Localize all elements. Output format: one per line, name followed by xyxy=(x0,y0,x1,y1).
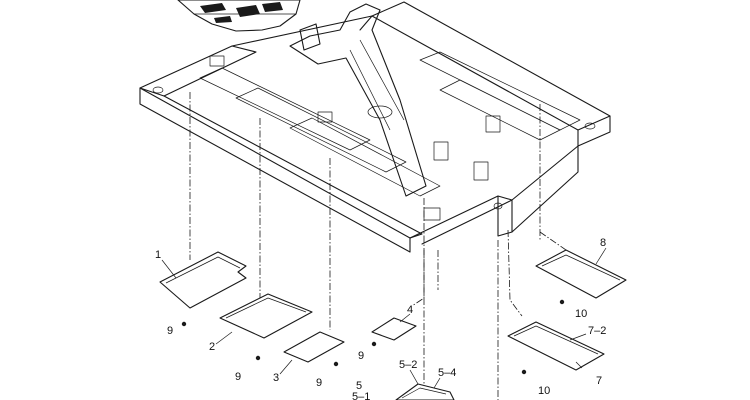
callout-leaders xyxy=(161,247,607,389)
bolt-9a xyxy=(181,321,187,327)
callout-5-1: 5–1 xyxy=(352,391,370,400)
callout-9c: 9 xyxy=(316,377,322,389)
bolt-9d xyxy=(371,341,377,347)
cover-plate-2 xyxy=(219,293,313,339)
cover-plate-5 xyxy=(395,383,455,400)
upper-component-cutaway xyxy=(177,0,301,32)
callout-1: 1 xyxy=(155,249,161,261)
main-frame xyxy=(139,1,611,253)
callout-7-2: 7–2 xyxy=(588,325,606,337)
callout-4: 4 xyxy=(407,304,413,316)
bolt-10a xyxy=(559,299,565,305)
bolt-9b xyxy=(255,355,261,361)
callout-5: 5 xyxy=(356,380,362,392)
leader-lines xyxy=(189,92,567,400)
callout-3: 3 xyxy=(273,372,279,384)
bolts xyxy=(181,299,565,375)
callout-8: 8 xyxy=(600,237,606,249)
callout-9d: 9 xyxy=(358,350,364,362)
callout-5-2: 5–2 xyxy=(399,359,417,371)
cover-plate-3 xyxy=(283,331,345,363)
callout-2: 2 xyxy=(209,341,215,353)
callout-10a: 10 xyxy=(575,308,587,320)
callout-10b: 10 xyxy=(538,385,550,397)
callout-5-4: 5–4 xyxy=(438,367,456,379)
callout-labels: 1 2 3 4 5 5–1 5–2 5–4 7 7–2 8 9 9 9 9 10… xyxy=(155,237,606,400)
bolt-9c xyxy=(333,361,339,367)
bolt-10b xyxy=(521,369,527,375)
cover-plate-4 xyxy=(371,317,417,341)
cover-plate-8 xyxy=(535,249,627,299)
cover-plate-1 xyxy=(159,251,247,309)
callout-9b: 9 xyxy=(235,371,241,383)
callout-7: 7 xyxy=(596,375,602,387)
callout-9a: 9 xyxy=(167,325,173,337)
cover-plate-7 xyxy=(507,321,605,371)
